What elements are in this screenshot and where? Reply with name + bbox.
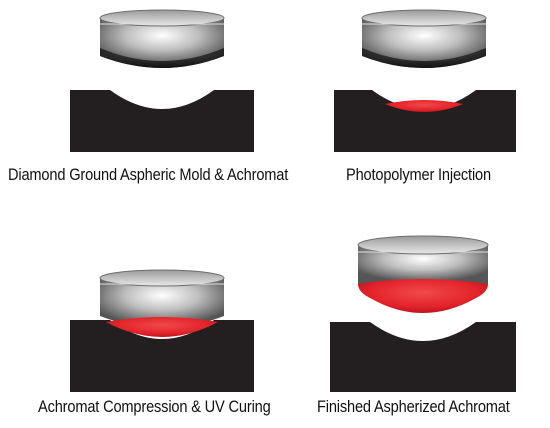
aspheric-mold [70,320,254,392]
step-4-illustration [330,235,516,392]
step-1-illustration [70,9,254,152]
achromat-lens [99,9,225,68]
aspherized-achromat-lens [357,235,489,313]
step-3-illustration [70,269,254,392]
step-1-label: Diamond Ground Aspheric Mold & Achromat [8,165,289,184]
step-4-label: Finished Aspherized Achromat [317,397,510,416]
aspheric-mold [334,90,516,152]
aspheric-mold [330,322,516,392]
photopolymer-fill [106,317,218,337]
step-2-label: Photopolymer Injection [346,165,491,184]
aspheric-mold [70,90,254,152]
step-3-label: Achromat Compression & UV Curing [38,397,271,416]
photopolymer-fill [385,100,463,112]
achromat-lens [361,9,487,68]
step-2-illustration [334,9,516,152]
achromat-lens [99,269,225,328]
